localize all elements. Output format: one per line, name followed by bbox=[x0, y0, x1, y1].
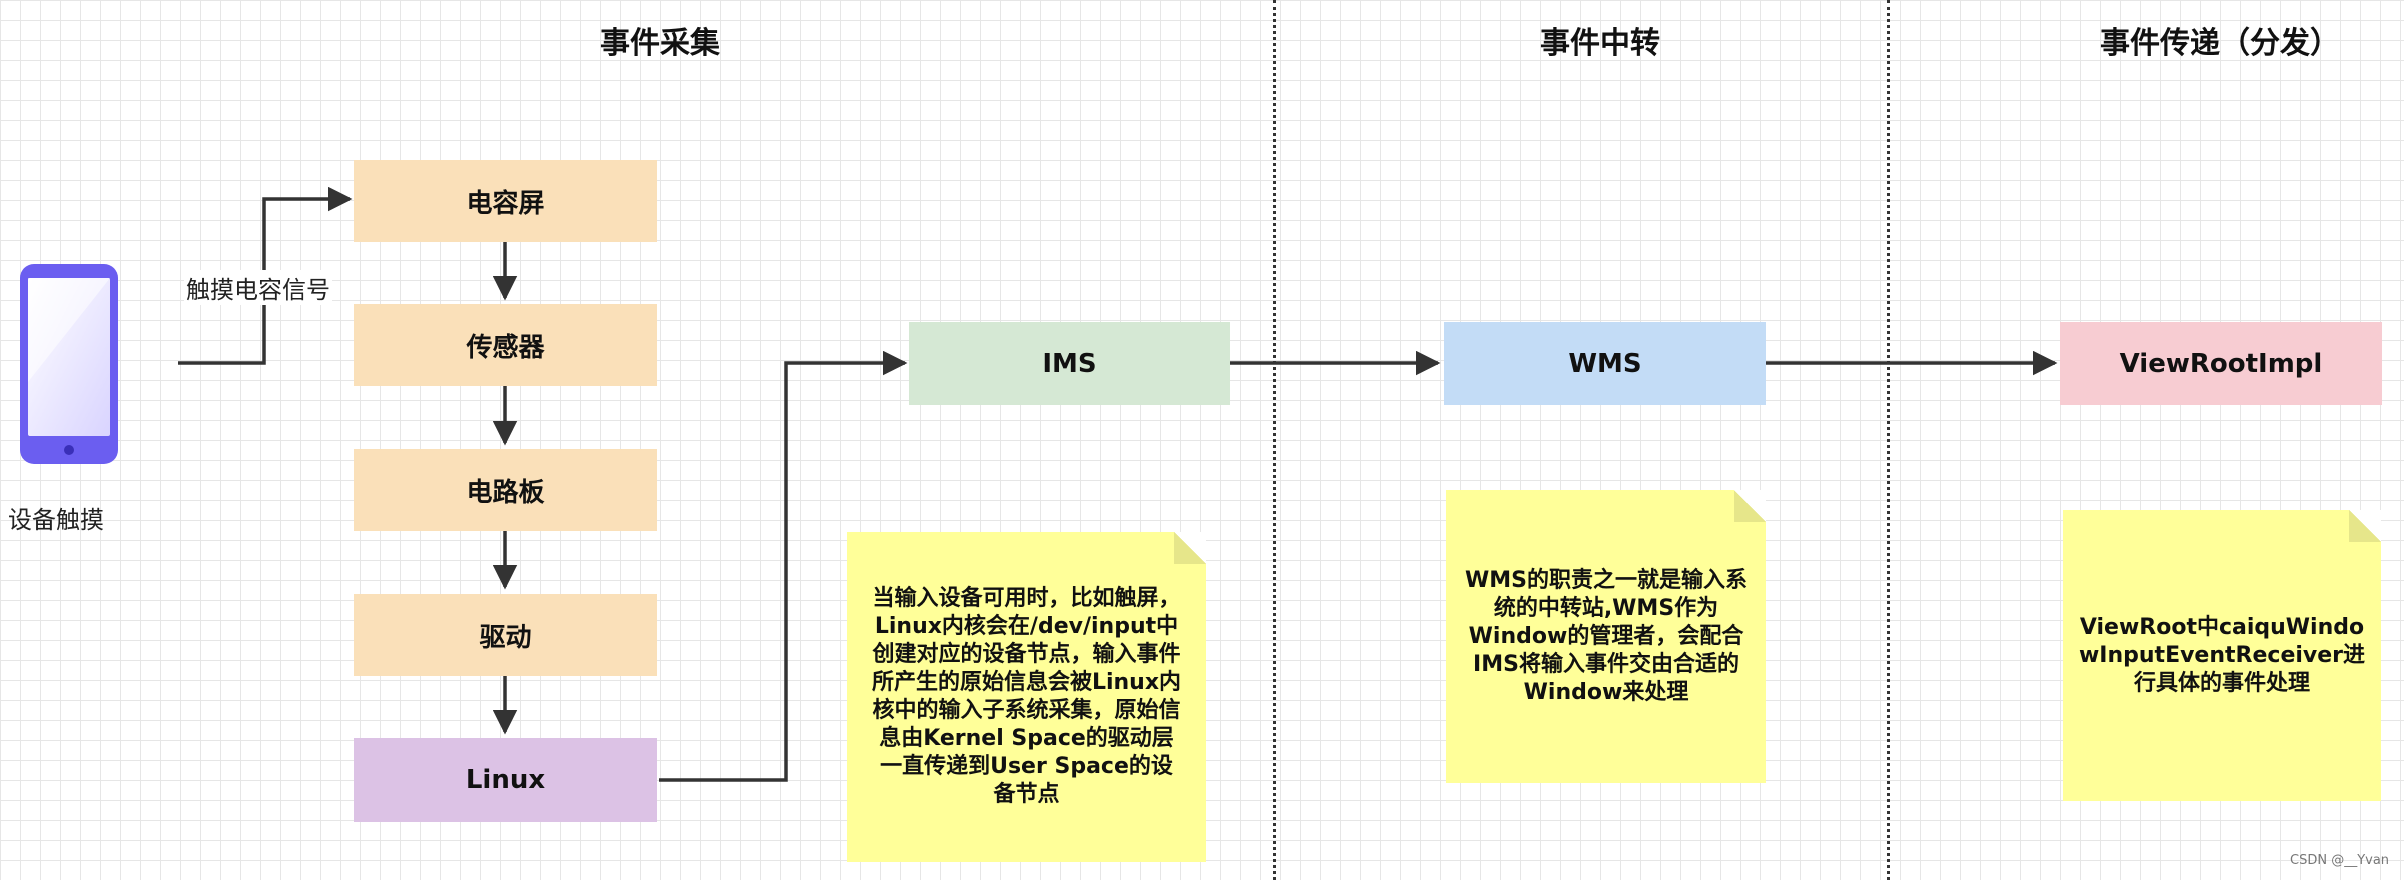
note-fold-icon bbox=[2349, 510, 2381, 542]
viewroot-note: ViewRoot中caiquWindowInputEventReceiver进行… bbox=[2063, 510, 2381, 801]
ims-box: IMS bbox=[909, 322, 1230, 405]
lane-title-dispatch: 事件传递（分发） bbox=[2100, 26, 2340, 61]
linux-box: Linux bbox=[354, 738, 657, 822]
lane-divider-1 bbox=[1273, 0, 1276, 880]
note-fold-icon bbox=[1734, 490, 1766, 522]
lane-divider-2 bbox=[1887, 0, 1890, 880]
wms-note-text: WMS的职责之一就是输入系统的中转站,WMS作为Window的管理者，会配合IM… bbox=[1464, 567, 1747, 705]
driver-box: 驱动 bbox=[354, 594, 657, 676]
ims-note: 当输入设备可用时，比如触屏，Linux内核会在/dev/input中创建对应的设… bbox=[847, 532, 1206, 862]
circuit-board-box: 电路板 bbox=[354, 449, 657, 531]
viewrootimpl-box: ViewRootImpl bbox=[2060, 322, 2382, 405]
watermark: CSDN @__Yvan bbox=[2290, 853, 2390, 868]
linux-to-ims-connector bbox=[659, 350, 908, 782]
phone-icon bbox=[20, 264, 118, 464]
ims-note-text: 当输入设备可用时，比如触屏，Linux内核会在/dev/input中创建对应的设… bbox=[871, 586, 1182, 807]
capacitive-screen-box: 电容屏 bbox=[354, 160, 657, 242]
sensor-box: 传感器 bbox=[354, 304, 657, 386]
device-label: 设备触摸 bbox=[8, 506, 104, 534]
touch-signal-label: 触摸电容信号 bbox=[184, 270, 332, 305]
viewroot-note-text: ViewRoot中caiquWindowInputEventReceiver进行… bbox=[2078, 614, 2366, 696]
lane-title-capture: 事件采集 bbox=[600, 26, 720, 61]
wms-box: WMS bbox=[1444, 322, 1766, 405]
lane-title-relay: 事件中转 bbox=[1540, 26, 1660, 61]
note-fold-icon bbox=[1174, 532, 1206, 564]
wms-note: WMS的职责之一就是输入系统的中转站,WMS作为Window的管理者，会配合IM… bbox=[1446, 490, 1766, 783]
